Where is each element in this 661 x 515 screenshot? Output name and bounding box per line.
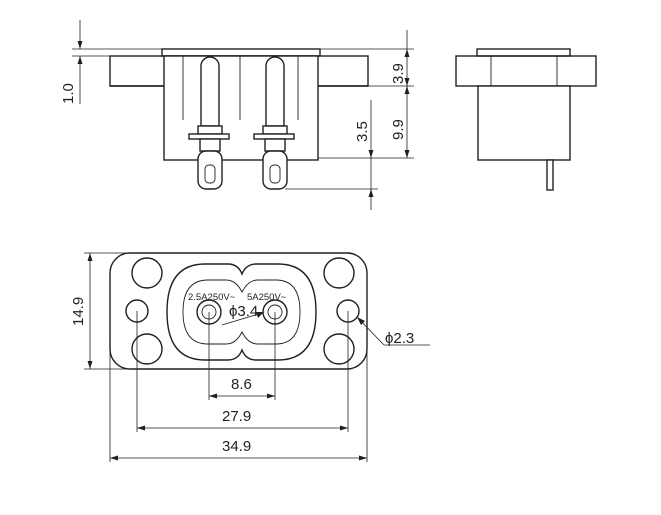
mount-hole bbox=[131, 257, 163, 289]
label-flange-height: 3.9 bbox=[390, 63, 407, 84]
label-pin-extension: 3.5 bbox=[354, 121, 371, 142]
left-pin bbox=[188, 56, 230, 190]
body bbox=[163, 55, 319, 161]
mount-hole bbox=[323, 333, 355, 365]
top-plate bbox=[161, 48, 321, 57]
label-hole-diameter: ϕ2.3 bbox=[385, 330, 414, 347]
label-body-depth: 9.9 bbox=[390, 119, 407, 140]
label-height: 14.9 bbox=[70, 297, 87, 326]
label-flange-thickness: 1.0 bbox=[60, 83, 77, 104]
dim-pin-spacing: 8.6 bbox=[208, 312, 276, 400]
dim-overall-width: 34.9 bbox=[109, 340, 368, 462]
dim-hole-spacing: 27.9 bbox=[136, 311, 349, 432]
rating-left: 2.5A250V~ bbox=[188, 292, 236, 303]
housing-outline bbox=[109, 252, 368, 370]
socket-inner bbox=[182, 279, 301, 345]
mount-hole bbox=[131, 333, 163, 365]
dim-right-stack: 3.9 9.9 bbox=[318, 30, 414, 159]
mount-hole bbox=[323, 257, 355, 289]
label-overall-width: 34.9 bbox=[222, 438, 251, 455]
dim-height: 14.9 bbox=[70, 252, 130, 370]
dim-flange-thickness: 1.0 bbox=[60, 20, 162, 104]
socket-outer bbox=[166, 263, 317, 361]
side-view bbox=[455, 48, 597, 191]
front-view: 1.0 3.9 9.9 3.5 bbox=[60, 20, 414, 210]
right-pin bbox=[253, 56, 295, 190]
label-contact-diameter: ϕ3.4 bbox=[229, 303, 258, 320]
rating-right: 5A250V~ bbox=[247, 292, 287, 303]
label-pin-spacing: 8.6 bbox=[231, 376, 252, 393]
label-hole-spacing: 27.9 bbox=[222, 408, 251, 425]
top-view: 2.5A250V~ 5A250V~ ϕ3.4 ϕ2.3 14.9 8.6 bbox=[70, 252, 430, 462]
dim-pin-extension: 3.5 bbox=[285, 100, 378, 210]
